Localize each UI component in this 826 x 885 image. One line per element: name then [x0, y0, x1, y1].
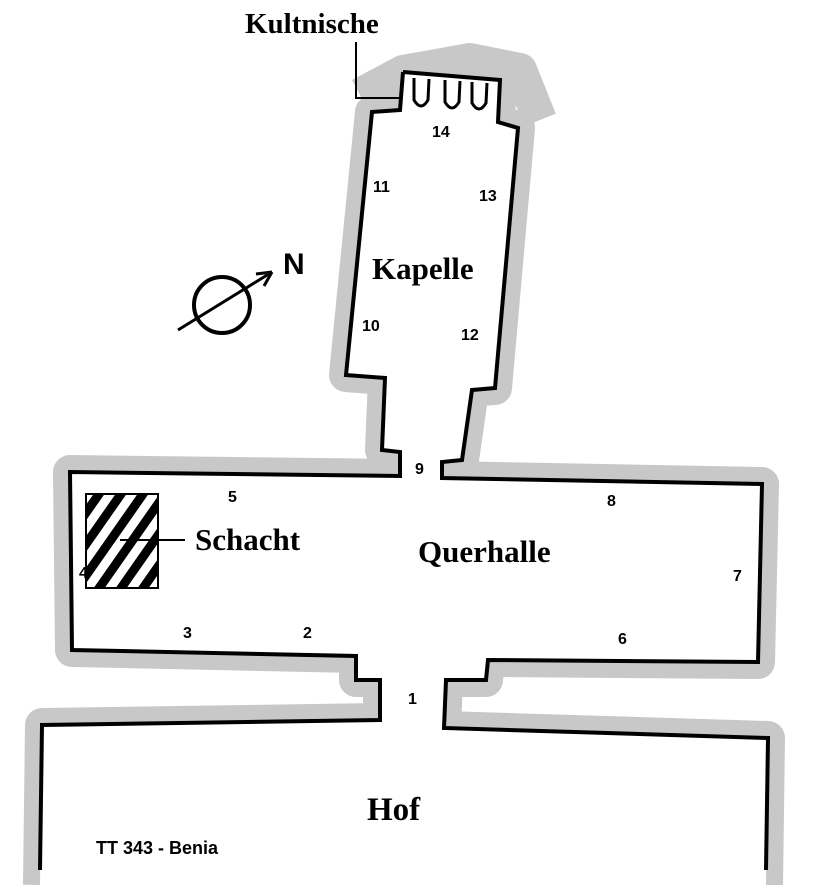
wall-number: 1 [408, 691, 417, 708]
wall-number: 2 [303, 625, 312, 642]
wall-numbers: 1 2 3 4 5 6 7 8 9 10 11 12 13 14 [79, 124, 742, 708]
label-niche: Kultnische [245, 8, 379, 40]
cult-niches [412, 78, 489, 111]
wall-number: 6 [618, 631, 627, 648]
wall-number: 5 [228, 489, 237, 506]
wall-number: 9 [415, 461, 424, 478]
label-court: Hof [367, 792, 421, 828]
room-labels: Kultnische Kapelle Querhalle Schacht Hof [195, 8, 551, 828]
interior-floor [40, 72, 768, 885]
wall-number: 7 [733, 568, 742, 585]
wall-number: 11 [373, 179, 390, 196]
plan-title: TT 343 - Benia [96, 838, 219, 858]
wall-number: 13 [479, 188, 497, 205]
north-compass: N [177, 248, 305, 335]
niche-leader-line [355, 42, 402, 99]
label-chapel: Kapelle [372, 251, 474, 286]
wall-number: 8 [607, 493, 616, 510]
wall-number: 12 [461, 327, 479, 344]
wall-number: 3 [183, 625, 192, 642]
label-shaft: Schacht [195, 522, 301, 557]
wall-number: 4 [79, 565, 88, 582]
compass-circle [192, 275, 252, 335]
wall-number: 10 [362, 318, 380, 335]
walls [38, 70, 771, 871]
north-label: N [283, 248, 305, 281]
wall-number: 14 [432, 124, 450, 141]
label-hall: Querhalle [418, 534, 551, 569]
north-arrow-icon [177, 270, 273, 332]
